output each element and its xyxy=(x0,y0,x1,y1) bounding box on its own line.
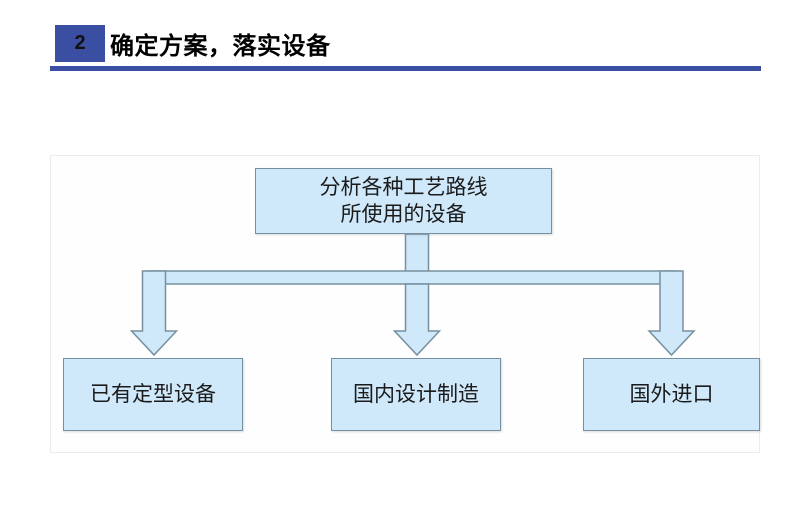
connector-horizontal-bar xyxy=(147,270,677,285)
flow-node-analyze-equipment: 分析各种工艺路线 所使用的设备 xyxy=(255,168,552,234)
connector-arrow-left xyxy=(129,270,179,357)
flowchart-connectors xyxy=(129,233,696,357)
step-number-badge: 2 xyxy=(55,25,105,62)
flow-node-existing-equipment: 已有定型设备 xyxy=(63,358,243,431)
flow-node-analyze-equipment-line2: 所使用的设备 xyxy=(340,202,467,226)
connector-arrow-middle xyxy=(392,283,442,357)
flow-node-foreign-import: 国外进口 xyxy=(583,358,760,431)
flow-node-analyze-equipment-line1: 分析各种工艺路线 xyxy=(319,175,488,200)
page-header: 2 确定方案，落实设备 xyxy=(0,0,808,80)
header-divider-rule xyxy=(50,66,761,71)
page-title: 确定方案，落实设备 xyxy=(110,32,331,60)
flow-node-domestic-manufacture: 国内设计制造 xyxy=(331,358,501,431)
connector-arrow-right xyxy=(647,270,696,357)
flowchart-container: 分析各种工艺路线 所使用的设备 已有定型设备 国内设计制造 国外进口 xyxy=(50,155,760,453)
